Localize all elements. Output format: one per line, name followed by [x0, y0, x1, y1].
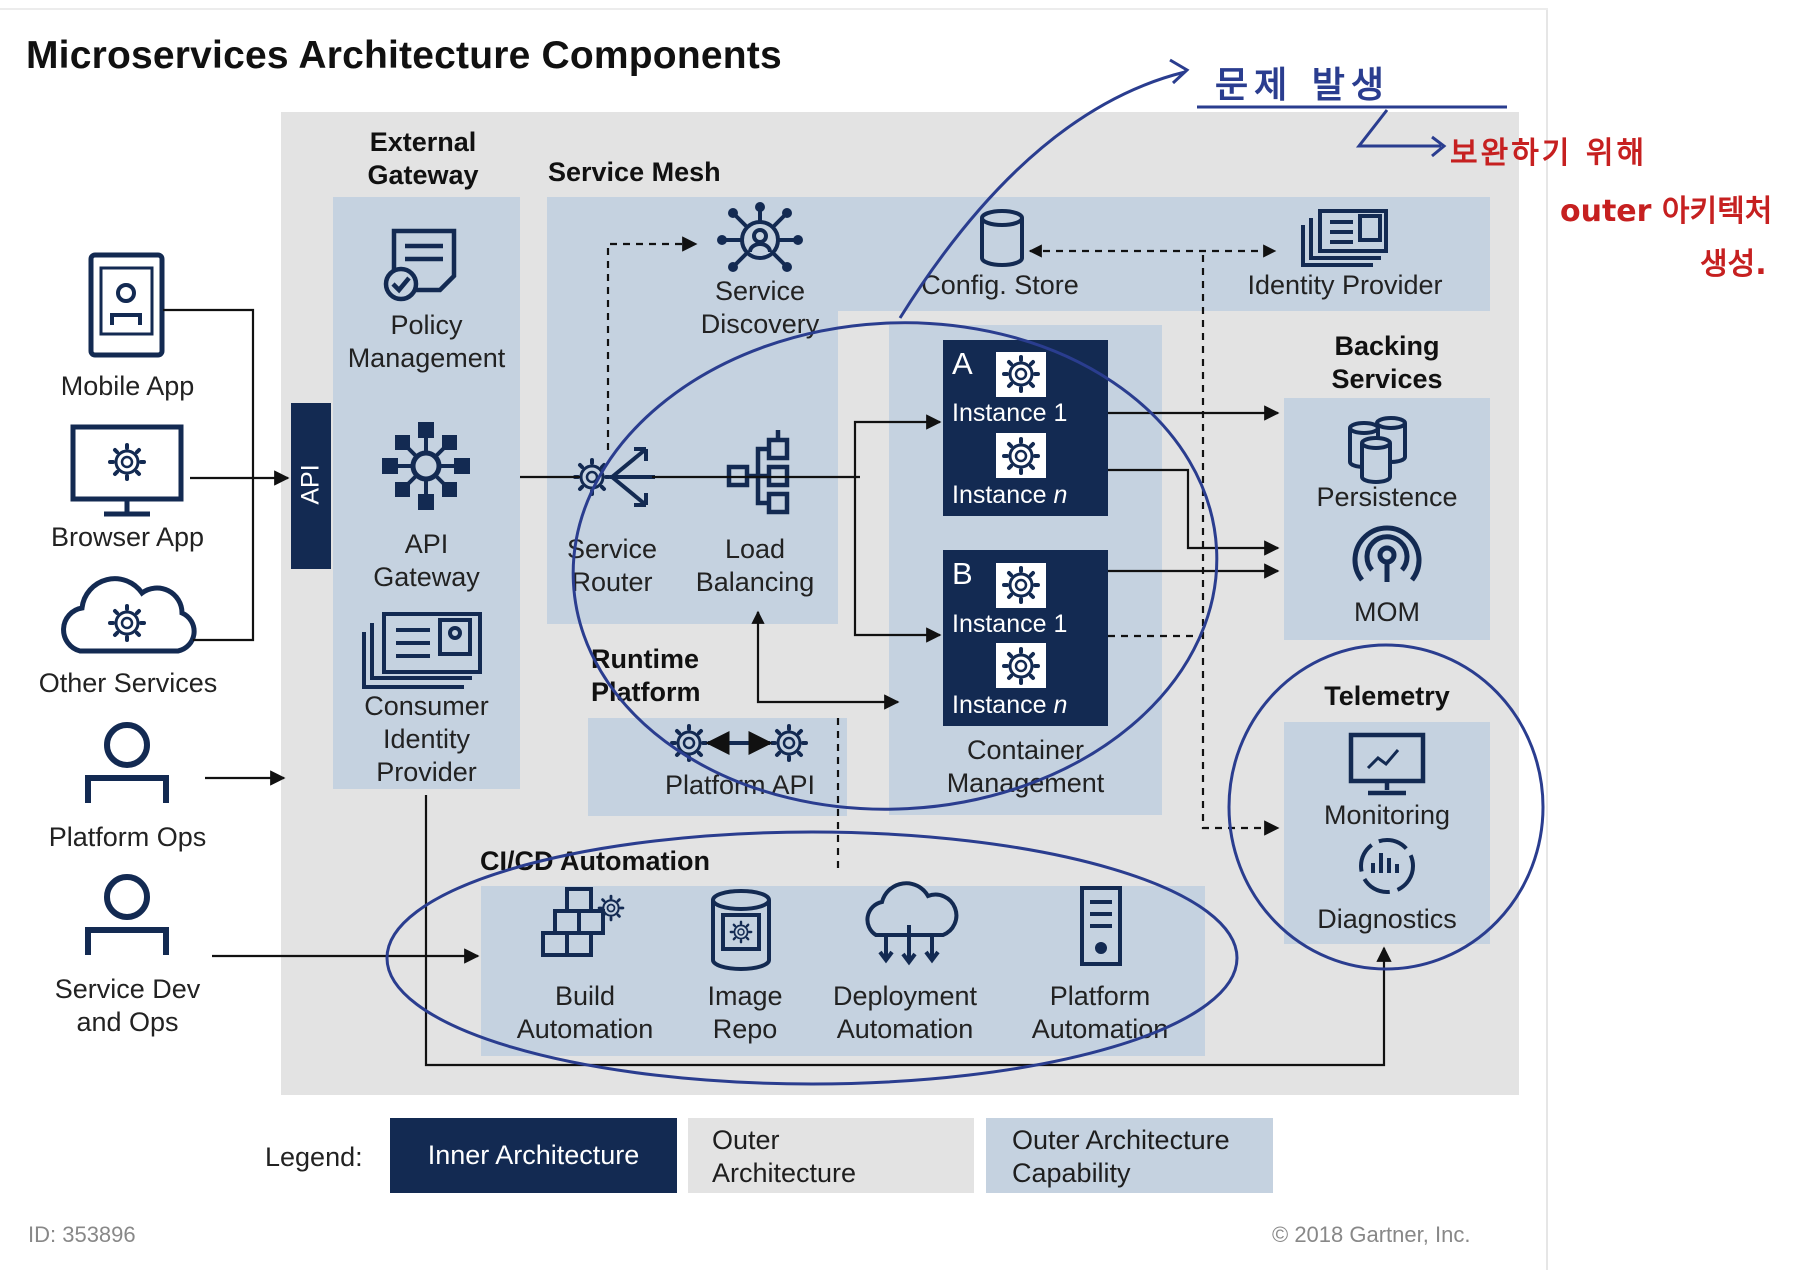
identity-provider-icon	[1301, 209, 1388, 267]
other-services-icon	[61, 576, 197, 654]
blue-handwriting: 문제 발생	[1215, 65, 1391, 106]
container-b-instance1: Instance 1	[952, 610, 1068, 638]
copyright: © 2018 Gartner, Inc.	[1272, 1222, 1471, 1247]
mobile-app-icon	[88, 252, 165, 358]
container-b-gear-n	[996, 643, 1046, 688]
red-handwriting-2: outer 아키텍처	[1560, 194, 1773, 229]
platform-api-label: Platform API	[664, 770, 816, 800]
deployment-automation-label: Deployment Automation	[832, 981, 978, 1044]
platform-automation-icon	[1080, 886, 1122, 966]
legend-outer-swatch	[688, 1118, 974, 1193]
connectors	[163, 236, 1392, 1067]
container-a-letter: A	[952, 346, 973, 381]
consumer-identity-icon	[362, 612, 482, 689]
container-b-instance-n: Instance n	[952, 691, 1068, 719]
policy-management-icon	[383, 228, 457, 302]
external-gateway-header: External Gateway	[367, 127, 479, 190]
config-store-label: Config. Store	[921, 270, 1079, 300]
platform-automation-label: Platform Automation	[1031, 981, 1169, 1044]
identity-provider-label: Identity Provider	[1247, 270, 1443, 300]
red-handwriting-3: 생성.	[1700, 247, 1767, 282]
build-automation-label: Build Automation	[516, 981, 654, 1044]
legend-inner-swatch	[390, 1118, 677, 1193]
service-mesh-header: Service Mesh	[548, 157, 721, 187]
container-a-gear-1	[996, 352, 1046, 397]
monitoring-icon	[1348, 732, 1426, 796]
legend-capability-swatch	[986, 1118, 1273, 1193]
mom-label: MOM	[1354, 597, 1420, 627]
figure-id: ID: 353896	[28, 1222, 136, 1247]
container-a-gear-n	[996, 433, 1046, 478]
legend-outer-text: Outer Architecture	[712, 1125, 857, 1188]
service-dev-icon	[85, 874, 169, 955]
page-title: Microservices Architecture Components	[26, 34, 782, 77]
load-balancing-label: Load Balancing	[695, 534, 815, 597]
persistence-icon	[1348, 416, 1407, 484]
persistence-label: Persistence	[1316, 482, 1458, 512]
figure-top-border	[0, 8, 1548, 10]
container-a-instance1: Instance 1	[952, 399, 1068, 427]
consumer-identity-label: Consumer Identity Provider	[364, 691, 489, 787]
container-b-gear-1	[996, 563, 1046, 608]
api-gateway-label: API Gateway	[373, 529, 480, 592]
other-services-label: Other Services	[38, 668, 218, 698]
legend-capability-text: Outer Architecture Capability	[1012, 1125, 1230, 1188]
build-automation-icon	[541, 887, 625, 957]
diagnostics-icon	[1359, 838, 1415, 894]
mobile-app-label: Mobile App	[60, 371, 195, 401]
container-b-letter: B	[952, 556, 973, 591]
service-router-label: Service Router	[566, 534, 658, 597]
container-a-instance-n: Instance n	[952, 481, 1068, 509]
service-discovery-icon	[717, 202, 803, 272]
telemetry-panel	[1284, 722, 1490, 944]
diagnostics-label: Diagnostics	[1317, 904, 1457, 934]
platform-ops-icon	[85, 722, 169, 803]
browser-app-icon	[70, 424, 184, 517]
api-tab	[291, 403, 331, 569]
legend-inner-text: Inner Architecture	[427, 1140, 640, 1170]
backing-services-header: Backing Services	[1331, 331, 1443, 394]
image-repo-icon	[711, 889, 771, 971]
figure-border	[1546, 8, 1548, 1270]
platform-ops-label: Platform Ops	[48, 822, 207, 852]
load-balancing-icon	[726, 430, 790, 515]
mom-icon	[1352, 525, 1422, 582]
api-gateway-icon	[382, 422, 470, 510]
container-management-label: Container Management	[946, 735, 1105, 798]
policy-management-label: Policy Management	[347, 310, 506, 373]
browser-app-label: Browser App	[50, 522, 205, 552]
platform-api-icon	[670, 724, 808, 762]
service-dev-label: Service Dev and Ops	[54, 974, 201, 1037]
image-repo-label: Image Repo	[707, 981, 783, 1044]
config-store-icon	[980, 209, 1024, 267]
legend-label: Legend:	[265, 1142, 363, 1172]
telemetry-header: Telemetry	[1324, 681, 1450, 711]
deployment-automation-icon	[865, 881, 959, 966]
monitoring-label: Monitoring	[1323, 800, 1451, 830]
red-handwriting-1: 보완하기 위해	[1450, 136, 1648, 171]
blue-annotation	[385, 58, 1545, 1086]
service-discovery-label: Service Discovery	[700, 276, 820, 339]
service-router-icon	[573, 447, 655, 507]
